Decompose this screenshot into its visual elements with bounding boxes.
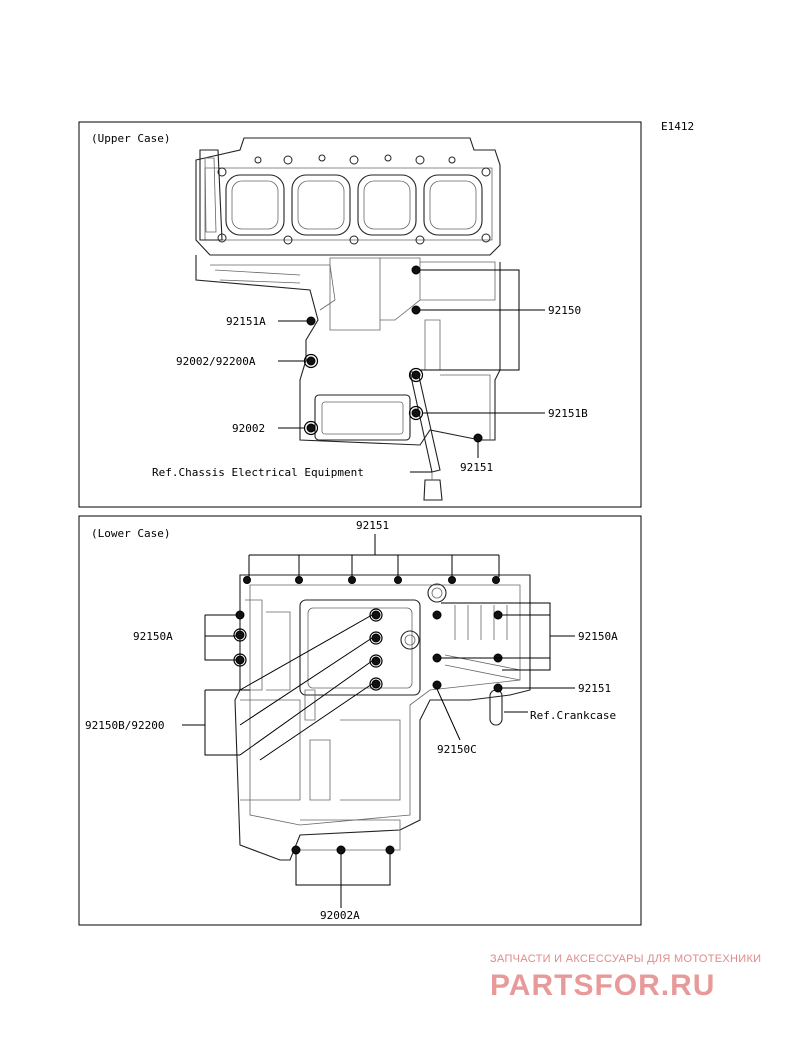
label-92151-lower-right: 92151 <box>578 682 611 695</box>
label-92150C: 92150C <box>437 743 477 756</box>
upper-bolts <box>303 265 483 443</box>
label-92151B: 92151B <box>548 407 588 420</box>
lower-crankcase-drawing <box>234 574 531 861</box>
lower-leader-lines <box>182 534 575 908</box>
watermark: ЗАПЧАСТИ И АКСЕССУАРЫ ДЛЯ МОТОТЕХНИКИ PA… <box>490 953 761 1002</box>
upper-case-title: (Upper Case) <box>91 132 170 145</box>
watermark-tagline: ЗАПЧАСТИ И АКСЕССУАРЫ ДЛЯ МОТОТЕХНИКИ <box>490 953 761 965</box>
label-92150: 92150 <box>548 304 581 317</box>
label-92150B-92200: 92150B/92200 <box>85 719 164 732</box>
lower-case-panel: (Lower Case) <box>78 515 642 926</box>
label-92151A: 92151A <box>226 315 266 328</box>
lower-case-title: (Lower Case) <box>91 527 170 540</box>
label-92151-lower-top: 92151 <box>356 519 389 532</box>
upper-leader-lines <box>278 269 545 473</box>
label-ref-crankcase: Ref.Crankcase <box>530 709 616 722</box>
upper-crankcase-drawing <box>195 137 501 501</box>
upper-panel-frame <box>78 121 642 508</box>
label-92150A-left: 92150A <box>133 630 173 643</box>
label-92150A-right: 92150A <box>578 630 618 643</box>
watermark-logo: PARTSFOR.RU <box>490 969 715 1002</box>
figure-code: E1412 <box>661 120 694 133</box>
label-92002: 92002 <box>232 422 265 435</box>
label-92002A: 92002A <box>320 909 360 922</box>
label-92002-92200A: 92002/92200A <box>176 355 256 368</box>
lower-panel-frame <box>78 515 642 926</box>
upper-case-panel: (Upper Case) <box>78 121 642 508</box>
label-ref-chassis-electrical: Ref.Chassis Electrical Equipment <box>152 466 364 479</box>
label-92151-upper: 92151 <box>460 461 493 474</box>
lower-bolts <box>233 576 503 855</box>
